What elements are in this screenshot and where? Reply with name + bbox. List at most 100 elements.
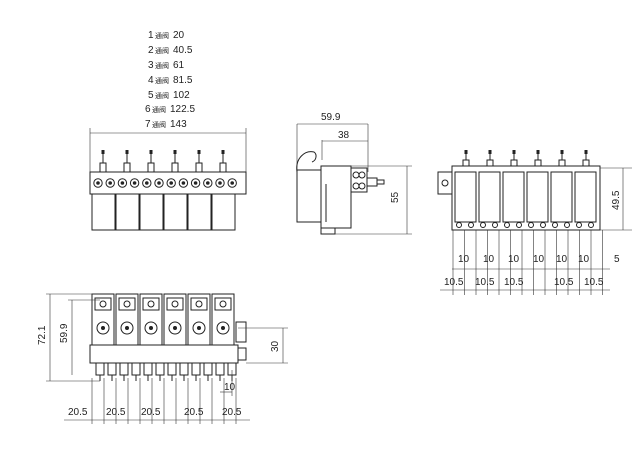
spec-count: 7 bbox=[145, 119, 151, 130]
valve-body bbox=[478, 171, 501, 223]
pitch-label: 20.5 bbox=[106, 407, 126, 418]
screw-icon bbox=[99, 300, 107, 308]
spec-length: 40.5 bbox=[173, 45, 193, 56]
connector-pins bbox=[99, 150, 227, 173]
valve-body bbox=[574, 171, 597, 223]
screw-icon bbox=[147, 300, 155, 308]
port-hole bbox=[169, 181, 173, 185]
end-plate bbox=[235, 321, 247, 343]
port-ring bbox=[117, 178, 128, 188]
screw-icon bbox=[219, 300, 227, 308]
spec-length: 122.5 bbox=[170, 104, 195, 115]
pitch-label: 10 bbox=[578, 254, 590, 265]
base-foot bbox=[320, 227, 336, 235]
solenoid-core bbox=[125, 326, 129, 330]
port-ring bbox=[178, 178, 189, 188]
pin-base bbox=[147, 162, 155, 173]
port-row bbox=[93, 178, 237, 188]
screw-icon bbox=[171, 300, 179, 308]
valve-body bbox=[211, 193, 236, 231]
port-hole bbox=[576, 222, 582, 228]
port-hole bbox=[193, 181, 198, 185]
side-view: 59.9 38 55 bbox=[296, 112, 412, 235]
valve-bodies bbox=[91, 293, 247, 346]
pin-base bbox=[123, 162, 131, 173]
port-hole bbox=[492, 222, 498, 228]
port-ring bbox=[227, 178, 237, 188]
fitting bbox=[119, 362, 129, 376]
pin-tip bbox=[464, 150, 468, 154]
valve-body bbox=[91, 193, 116, 231]
spec-unit: 通阀 bbox=[155, 76, 169, 85]
coil-cap bbox=[166, 297, 184, 311]
spec-count: 1 bbox=[148, 30, 154, 41]
fitting bbox=[203, 362, 213, 376]
pin-base bbox=[219, 162, 227, 173]
dim-height: 49.5 bbox=[611, 190, 622, 210]
pitch-label: 20.5 bbox=[184, 407, 204, 418]
port-hole bbox=[480, 222, 486, 228]
port-ring bbox=[166, 178, 176, 188]
spec-unit: 通阀 bbox=[155, 91, 169, 100]
port-hole bbox=[96, 181, 100, 185]
pitch-label: 10.5 bbox=[475, 277, 495, 288]
spec-row: 3 通阀 61 bbox=[148, 60, 185, 71]
manifold-block bbox=[89, 344, 239, 364]
pin-tip bbox=[173, 150, 177, 154]
dim-height-overall: 72.1 bbox=[37, 325, 48, 345]
spec-unit: 通阀 bbox=[152, 105, 166, 114]
pin-base bbox=[99, 162, 107, 173]
solenoid-ring bbox=[168, 321, 182, 335]
pitch-label: 10.5 bbox=[504, 277, 524, 288]
connector-pins bbox=[462, 150, 590, 168]
extension-lines bbox=[91, 378, 237, 424]
valve-body bbox=[139, 193, 164, 231]
pitch-label: 10 bbox=[458, 254, 470, 265]
spec-row: 5 通阀 102 bbox=[148, 90, 190, 101]
pin-tip bbox=[488, 150, 492, 154]
valve-body bbox=[187, 193, 212, 231]
end-cap bbox=[437, 171, 453, 195]
port-ring bbox=[142, 178, 152, 188]
dim-width-body: 38 bbox=[338, 130, 350, 141]
port-hole bbox=[181, 181, 186, 185]
fitting bbox=[107, 362, 117, 376]
pin-tip bbox=[149, 150, 153, 154]
fitting-icon bbox=[358, 171, 366, 179]
solenoid-core bbox=[221, 326, 225, 330]
dim-height-port: 30 bbox=[270, 340, 281, 352]
fitting bbox=[179, 362, 189, 376]
spec-length: 20 bbox=[173, 30, 185, 41]
solenoid-ring bbox=[120, 321, 134, 335]
coil-cap bbox=[190, 297, 208, 311]
pitch-label: 10 bbox=[556, 254, 568, 265]
spec-count: 2 bbox=[148, 45, 154, 56]
port-hole bbox=[108, 181, 112, 185]
pitch-label: 10.5 bbox=[444, 277, 464, 288]
port-hole bbox=[468, 222, 474, 228]
fitting bbox=[95, 362, 105, 376]
solenoid-ring bbox=[96, 321, 110, 335]
port-hole bbox=[516, 222, 522, 228]
spec-unit: 通阀 bbox=[155, 46, 169, 55]
spec-table: 1 通阀 20 2 通阀 40.5 3 通阀 61 4 通阀 81.5 5 通阀… bbox=[145, 30, 195, 130]
fitting bbox=[143, 362, 153, 376]
pitch-label: 10 bbox=[483, 254, 495, 265]
valve-bodies bbox=[91, 193, 236, 231]
solenoid-ring bbox=[192, 321, 206, 335]
fitting bbox=[131, 362, 141, 376]
port-hole bbox=[540, 222, 546, 228]
valve-body bbox=[550, 171, 573, 223]
solenoid-ring bbox=[144, 321, 158, 335]
port-hole bbox=[588, 222, 594, 228]
valve-body bbox=[454, 171, 477, 223]
port-hole bbox=[230, 181, 234, 185]
port-hole bbox=[218, 181, 222, 185]
valve-body bbox=[115, 193, 140, 231]
port-hole bbox=[132, 181, 137, 185]
spec-count: 6 bbox=[145, 104, 151, 115]
solenoid-core bbox=[149, 326, 153, 330]
pin-tip bbox=[536, 150, 540, 154]
spec-unit: 通阀 bbox=[155, 61, 169, 70]
coil-cover bbox=[296, 169, 322, 223]
